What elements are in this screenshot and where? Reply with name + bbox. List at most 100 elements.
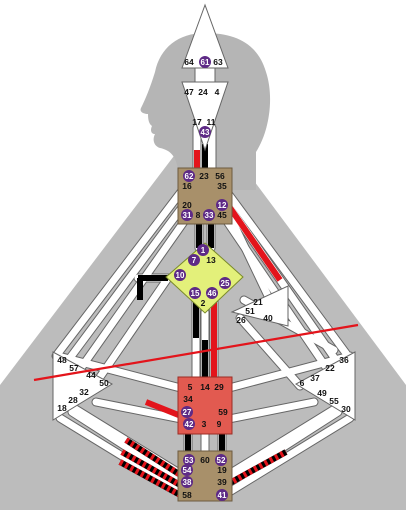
gate-35: 35 (217, 181, 227, 191)
gate-badge (215, 454, 227, 466)
gate-number: 36 (339, 355, 349, 365)
channel (222, 398, 350, 480)
gate-badge (183, 418, 195, 430)
gate-15: 15 (189, 287, 201, 299)
gate-63: 63 (213, 57, 223, 67)
gate-42: 42 (183, 418, 195, 430)
gate-number: 57 (69, 363, 79, 373)
gate-number: 64 (184, 57, 194, 67)
gate-40: 40 (263, 313, 273, 323)
gate-5: 5 (188, 382, 193, 392)
gate-number: 10 (176, 271, 185, 280)
gate-11: 11 (207, 117, 216, 127)
gate-30: 30 (341, 404, 351, 414)
solar-plexus-center (294, 351, 356, 421)
gate-39: 39 (217, 477, 227, 487)
gate-number: 2 (201, 298, 206, 308)
gate-badge (183, 170, 195, 182)
gate-6: 6 (300, 378, 305, 388)
gate-badge (216, 199, 228, 211)
gate-number: 11 (207, 117, 216, 127)
gate-53: 53 (183, 454, 195, 466)
gate-41: 41 (216, 489, 228, 501)
gate-57: 57 (69, 363, 79, 373)
gate-number: 5 (188, 382, 193, 392)
gate-number: 3 (202, 419, 207, 429)
gate-23: 23 (199, 171, 209, 181)
gate-51: 51 (245, 306, 255, 316)
gate-number: 16 (182, 181, 192, 191)
gate-number: 58 (182, 490, 192, 500)
gate-60: 60 (200, 455, 210, 465)
gate-number: 8 (196, 210, 201, 220)
gate-number: 1 (201, 246, 206, 255)
gate-54: 54 (181, 464, 193, 476)
gate-number: 26 (236, 315, 246, 325)
gate-59: 59 (218, 407, 228, 417)
gate-7: 7 (188, 254, 200, 266)
gate-18: 18 (57, 403, 67, 413)
gate-number: 23 (199, 171, 209, 181)
gate-number: 60 (200, 455, 210, 465)
gate-number: 37 (310, 373, 320, 383)
split-channel-base (120, 449, 184, 489)
gate-3: 3 (202, 419, 207, 429)
gate-badge (189, 287, 201, 299)
g-center (165, 242, 244, 314)
gate-number: 34 (183, 394, 193, 404)
gate-47: 47 (184, 87, 194, 97)
gate-number: 47 (184, 87, 194, 97)
gate-number: 32 (79, 387, 89, 397)
gate-25: 25 (219, 277, 231, 289)
gate-number: 45 (217, 210, 227, 220)
gate-number: 41 (218, 491, 227, 500)
gate-number: 46 (208, 289, 217, 298)
channel (56, 414, 188, 498)
crossing-line (33, 323, 359, 382)
gate-number: 33 (205, 211, 214, 220)
gate-29: 29 (214, 382, 224, 392)
gate-number: 53 (185, 456, 194, 465)
ajna-center (181, 81, 229, 152)
gate-badge (174, 269, 186, 281)
gate-number: 63 (213, 57, 223, 67)
gate-number: 30 (341, 404, 351, 414)
gate-number: 15 (191, 289, 200, 298)
gate-32: 32 (79, 387, 89, 397)
heart-center (230, 285, 289, 327)
gate-4: 4 (215, 87, 220, 97)
gate-56: 56 (215, 171, 225, 181)
split-channel-stripes (124, 437, 184, 479)
gate-number: 49 (317, 388, 327, 398)
gate-17: 17 (192, 117, 202, 127)
gate-45: 45 (217, 210, 227, 220)
gate-33: 33 (203, 209, 215, 221)
gate-badge (197, 244, 209, 256)
gate-27: 27 (181, 406, 193, 418)
gate-number: 51 (245, 306, 255, 316)
channel (52, 184, 188, 360)
gate-number: 4 (215, 87, 220, 97)
channel (220, 398, 318, 424)
gate-number: 43 (201, 128, 210, 137)
gate-number: 61 (201, 58, 210, 67)
gate-badge (203, 209, 215, 221)
gate-number: 40 (263, 313, 273, 323)
gate-28: 28 (68, 395, 78, 405)
gate-number: 12 (218, 201, 227, 210)
gate-number: 59 (218, 407, 228, 417)
gate-38: 38 (181, 476, 193, 488)
channel (94, 274, 172, 384)
gate-16: 16 (182, 181, 192, 191)
gate-number: 20 (182, 200, 192, 210)
gate-number: 18 (57, 403, 67, 413)
gate-50: 50 (99, 378, 109, 388)
gate-64: 64 (184, 57, 194, 67)
gate-number: 62 (185, 172, 194, 181)
gate-number: 50 (99, 378, 109, 388)
gate-36: 36 (339, 355, 349, 365)
channel (210, 352, 354, 396)
gate-20: 20 (182, 200, 192, 210)
channel (70, 212, 192, 382)
